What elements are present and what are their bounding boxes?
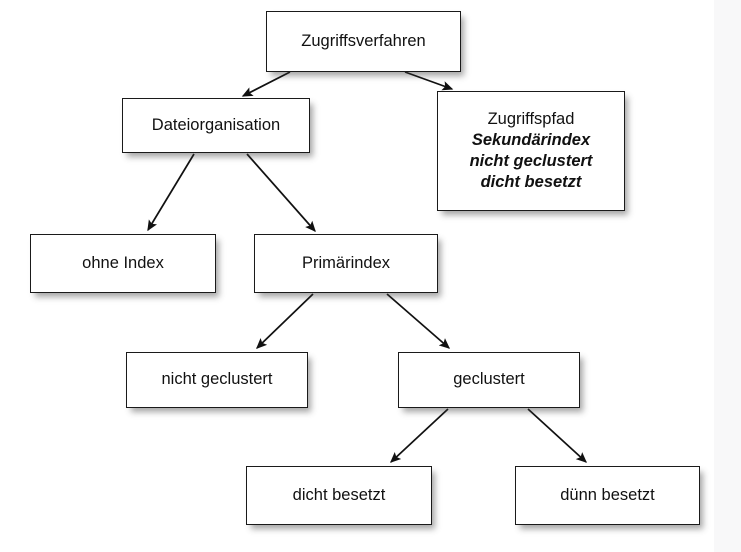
node-label-line-2: Sekundärindex	[471, 130, 591, 149]
node-label-line-1: Zugriffspfad	[487, 109, 575, 128]
node-zugriffsverfahren[interactable]: Zugriffsverfahren	[266, 11, 461, 72]
edge-dateiorganisation-ohne-index	[147, 153, 195, 232]
node-label: dünn besetzt	[560, 485, 655, 504]
node-label: Dateiorganisation	[151, 115, 281, 134]
node-nicht-geclustert[interactable]: nicht geclustert	[126, 352, 308, 408]
node-label: Primärindex	[301, 253, 391, 272]
edge-zugriffsverfahren-dateiorganisation	[241, 71, 291, 97]
node-label: geclustert	[453, 370, 525, 389]
edge-primaerindex-nicht-geclustert	[256, 293, 314, 349]
node-label: dicht besetzt	[292, 485, 386, 504]
node-dateiorganisation[interactable]: Dateiorganisation	[122, 98, 310, 153]
node-zugriffspfad[interactable]: Zugriffspfad Sekundärindex nicht geclust…	[437, 91, 625, 211]
node-primaerindex[interactable]: Primärindex	[254, 234, 438, 293]
node-label: nicht geclustert	[161, 370, 273, 389]
edge-zugriffsverfahren-zugriffspfad	[404, 71, 454, 91]
edge-geclustert-dicht-besetzt	[390, 408, 449, 463]
node-dicht-besetzt[interactable]: dicht besetzt	[246, 466, 432, 525]
edge-primaerindex-geclustert	[386, 293, 451, 349]
node-label: Zugriffsverfahren	[301, 31, 426, 50]
node-geclustert[interactable]: geclustert	[398, 352, 580, 408]
node-duenn-besetzt[interactable]: dünn besetzt	[515, 466, 700, 525]
edge-geclustert-duenn-besetzt	[527, 408, 588, 463]
node-label: ohne Index	[82, 253, 164, 272]
node-ohne-index[interactable]: ohne Index	[30, 234, 216, 293]
node-label-line-3: nicht geclustert	[469, 152, 593, 170]
node-label-line-4: dicht besetzt	[480, 173, 582, 192]
right-edge-strip	[714, 0, 741, 552]
edge-dateiorganisation-primaerindex	[246, 153, 316, 233]
